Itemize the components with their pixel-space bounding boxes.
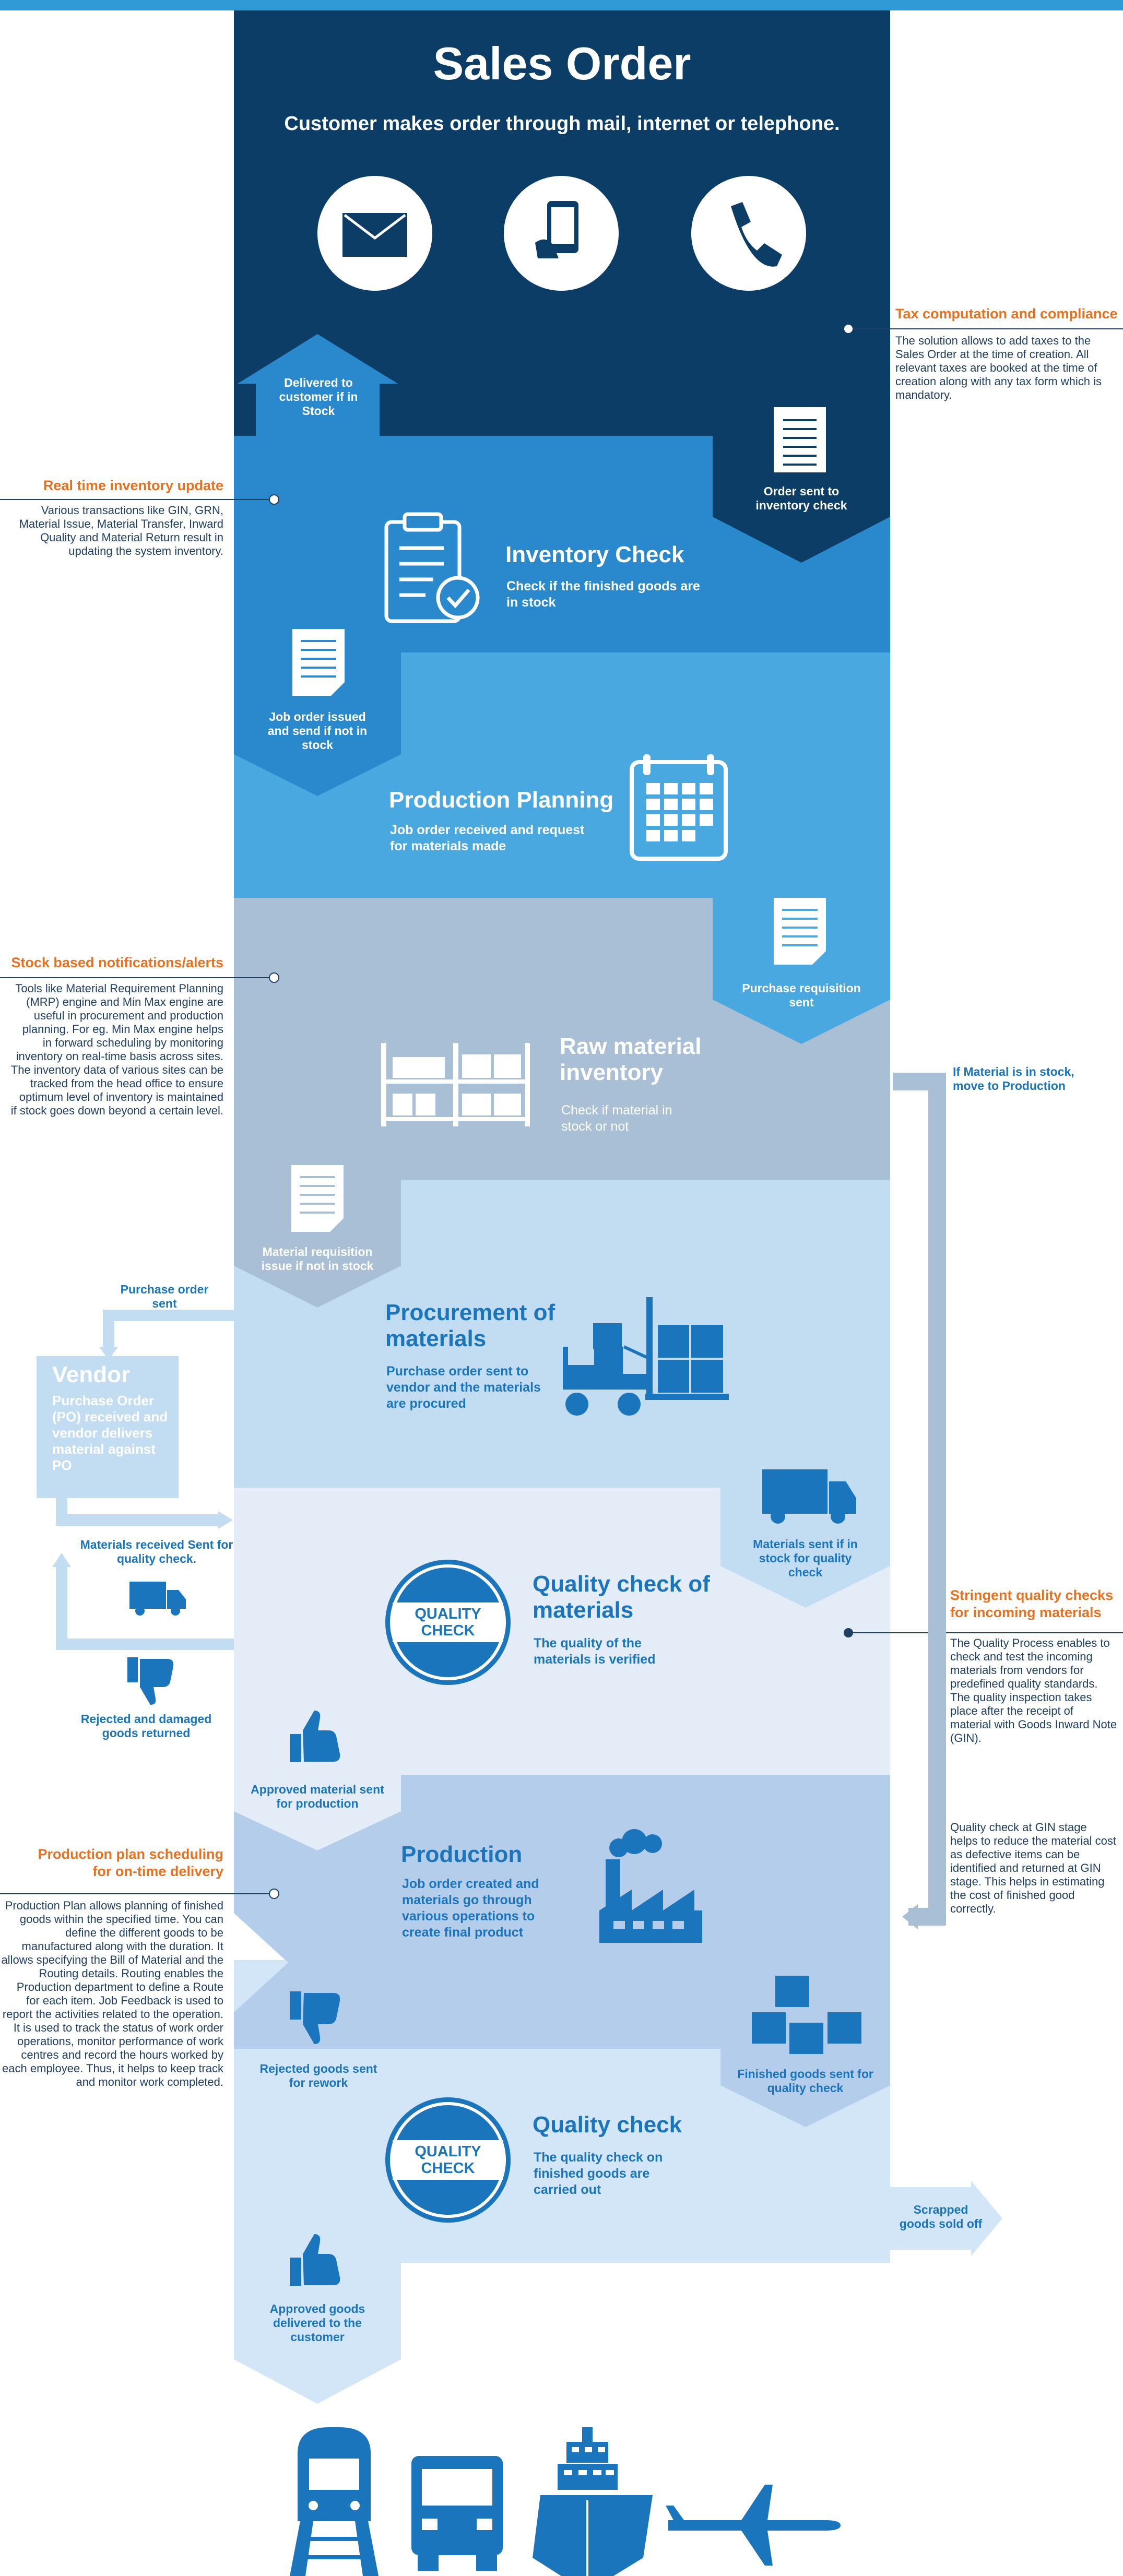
band-production bbox=[234, 1751, 890, 2049]
quality-note-body1: The Quality Process enables to check and… bbox=[950, 1636, 1117, 1744]
materials-received-label: Materials received Sent for quality chec… bbox=[80, 1538, 233, 1565]
quality-materials-title: Quality check of materials bbox=[533, 1571, 710, 1623]
purchase-requisition-tab bbox=[713, 887, 890, 1044]
inventory-connector-dot bbox=[269, 494, 279, 505]
scheduling-body: Production Plan allows planning of finis… bbox=[1, 1899, 223, 2088]
page-subtitle: Customer makes order through mail, inter… bbox=[284, 113, 840, 135]
rejected-path bbox=[56, 1566, 234, 1650]
calendar-icon bbox=[630, 754, 728, 861]
raw-material-title: Raw material inventory bbox=[560, 1034, 702, 1085]
thumbs-down-rework-icon bbox=[290, 1991, 340, 2044]
vendor-box bbox=[37, 1356, 179, 1498]
thumbs-up-delivered-icon bbox=[290, 2234, 340, 2286]
factory-icon bbox=[599, 1829, 702, 1943]
materials-sent-stock-label: Materials sent if in stock for quality c… bbox=[753, 1537, 858, 1579]
job-order-document-icon bbox=[292, 629, 345, 696]
quality-check-badge: QUALITY CHECK bbox=[385, 2097, 511, 2223]
rejected-goods-rework-label: Rejected goods sent for rework bbox=[259, 2062, 377, 2090]
finished-goods-tab bbox=[720, 2025, 890, 2127]
quality-materials-desc: The quality of the materials is verified bbox=[534, 1636, 656, 1667]
production-planning-desc: Job order received and request for mater… bbox=[390, 823, 585, 853]
approved-material-label: Approved material sent for production bbox=[251, 1783, 384, 1810]
delivered-arrow bbox=[238, 334, 398, 436]
thumbs-down-icon bbox=[127, 1657, 174, 1705]
notifications-body: Tools like Material Requirement Planning… bbox=[10, 982, 223, 1117]
truck-front-icon bbox=[411, 2456, 503, 2571]
job-order-tab bbox=[234, 626, 401, 796]
small-truck-icon bbox=[129, 1582, 186, 1616]
tax-note-heading: Tax computation and compliance bbox=[895, 306, 1118, 322]
inventory-check-title: Inventory Check bbox=[505, 542, 684, 567]
scheduling-connector-dot bbox=[269, 1889, 279, 1899]
quality-note-heading: Stringent quality checks for incoming ma… bbox=[950, 1587, 1114, 1620]
approved-material-tab bbox=[234, 1738, 401, 1850]
finished-goods-qc-label: Finished goods sent for quality check bbox=[737, 2067, 873, 2095]
notifications-connector-dot bbox=[269, 972, 279, 983]
scrapped-label: Scrapped goods sold off bbox=[899, 2203, 983, 2230]
material-requisition-document-icon bbox=[291, 1165, 344, 1232]
scheduling-heading: Production plan scheduling for on-time d… bbox=[38, 1846, 223, 1879]
if-material-in-stock-label: If Material is in stock, move to Product… bbox=[953, 1065, 1074, 1093]
forklift-icon bbox=[563, 1297, 729, 1416]
boxes-icon bbox=[752, 1976, 861, 2054]
top-bar bbox=[0, 0, 1123, 10]
quality-check-badge: QUALITY CHECK bbox=[385, 1560, 511, 1685]
production-desc: Job order created and materials go throu… bbox=[402, 1877, 539, 1940]
purchase-requisition-document-icon bbox=[774, 898, 826, 965]
quality-note-body2: Quality check at GIN stage helps to redu… bbox=[950, 1821, 1116, 1915]
vendor-desc: Purchase Order (PO) received and vendor … bbox=[52, 1393, 168, 1473]
delivered-label: Delivered to customer if in Stock bbox=[279, 376, 358, 418]
tax-note-body: The solution allows to add taxes to the … bbox=[895, 334, 1102, 401]
ship-icon bbox=[533, 2427, 653, 2576]
purchase-requisition-label: Purchase requisition sent bbox=[742, 981, 861, 1009]
po-path bbox=[103, 1310, 234, 1347]
quality-check-badge-text: QUALITY CHECK bbox=[393, 1602, 503, 1642]
purchase-order-sent-label: Purchase order sent bbox=[120, 1283, 209, 1310]
order-sent-label: Order sent to inventory check bbox=[755, 484, 847, 512]
quality-check-badge-text: QUALITY CHECK bbox=[393, 2140, 503, 2180]
approved-goods-arrow bbox=[234, 2263, 401, 2404]
telephone-icon bbox=[691, 176, 806, 291]
material-requisition-tab bbox=[234, 1159, 401, 1308]
order-sent-tab bbox=[713, 397, 890, 563]
notifications-heading: Stock based notifications/alerts bbox=[11, 955, 223, 970]
train-icon bbox=[290, 2427, 379, 2576]
quality-finished-title: Quality check bbox=[533, 2112, 682, 2138]
raw-material-desc: Check if material in stock or not bbox=[561, 1103, 672, 1134]
scrapped-arrow bbox=[890, 2181, 1002, 2256]
airplane-icon bbox=[666, 2485, 841, 2566]
quality-finished-desc: The quality check on finished goods are … bbox=[534, 2150, 663, 2197]
delivery-truck-icon bbox=[762, 1469, 856, 1524]
production-title: Production bbox=[401, 1842, 523, 1867]
bypass-path bbox=[893, 1073, 946, 1926]
received-path bbox=[56, 1498, 219, 1526]
inventory-check-desc: Check if the finished goods are in stock bbox=[506, 579, 700, 610]
mail-icon bbox=[317, 176, 432, 291]
order-document-icon bbox=[774, 407, 826, 472]
shelving-icon bbox=[381, 1043, 530, 1126]
thumbs-up-approved-icon bbox=[290, 1711, 340, 1762]
procurement-desc: Purchase order sent to vendor and the ma… bbox=[386, 1364, 541, 1411]
inventory-update-body: Various transactions like GIN, GRN, Mate… bbox=[19, 504, 223, 557]
tax-connector-dot bbox=[843, 324, 854, 334]
inventory-update-heading: Real time inventory update bbox=[43, 478, 223, 493]
job-order-issued-label: Job order issued and send if not in stoc… bbox=[267, 710, 368, 752]
phone-tablet-icon bbox=[504, 176, 619, 291]
clipboard-check-icon bbox=[384, 512, 480, 623]
page-title: Sales Order bbox=[433, 38, 691, 89]
vendor-title: Vendor bbox=[52, 1362, 131, 1387]
rejected-damaged-label: Rejected and damaged goods returned bbox=[80, 1712, 212, 1740]
quality-connector-dot bbox=[844, 1628, 853, 1637]
production-planning-title: Production Planning bbox=[389, 787, 614, 813]
procurement-title: Procurement of materials bbox=[385, 1300, 555, 1351]
material-requisition-label: Material requisition issue if not in sto… bbox=[261, 1245, 374, 1273]
approved-goods-label: Approved goods delivered to the customer bbox=[269, 2302, 365, 2344]
